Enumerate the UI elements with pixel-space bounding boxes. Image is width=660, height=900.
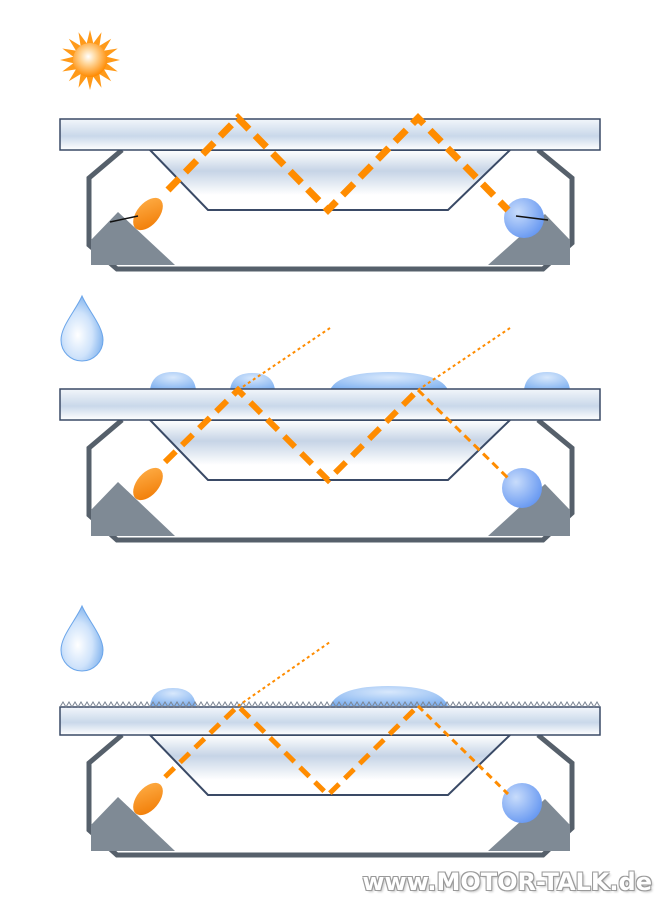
photodiode-receiver: [502, 468, 542, 508]
sensor-housing: [86, 418, 575, 543]
led-lead: [109, 215, 139, 223]
light-beam: [165, 112, 511, 216]
windshield-glass: [59, 388, 601, 421]
sensor-panel-wet: [59, 294, 601, 543]
light-beam: [162, 385, 421, 485]
water-drop-icon: [60, 294, 104, 362]
led-mount: [91, 797, 175, 851]
sensor-housing: [86, 148, 575, 272]
sun-icon: [60, 30, 120, 90]
scattered-light: [237, 641, 331, 707]
water-film-surface: [59, 701, 601, 708]
sensor-panel-dry: [59, 30, 601, 272]
led-mount: [91, 212, 175, 265]
led-emitter: [133, 197, 163, 231]
housing-outline: [86, 418, 575, 543]
water-bead: [230, 373, 275, 390]
water-bead: [330, 372, 448, 390]
photodiode-lead: [515, 215, 549, 221]
watermark: www.MOTOR-TALK.de: [362, 868, 652, 896]
weakened-beam: [416, 704, 510, 796]
sun-disc: [73, 43, 107, 77]
water-bead: [524, 372, 570, 390]
water-bead: [330, 686, 448, 706]
weakened-beam: [416, 388, 510, 480]
photodiode-receiver: [504, 198, 544, 238]
led-emitter: [133, 467, 163, 501]
housing-outline: [86, 733, 575, 858]
sensor-panel-film: [59, 604, 601, 858]
led-emitter: [133, 782, 163, 816]
photodiode-mount: [488, 484, 570, 536]
windshield-glass: [59, 706, 601, 736]
sensor-housing: [86, 733, 575, 858]
water-bead: [150, 688, 196, 706]
housing-outline: [86, 148, 575, 272]
led-mount: [91, 482, 175, 536]
photodiode-receiver: [502, 783, 542, 823]
scattered-light: [417, 327, 511, 391]
photodiode-mount: [488, 799, 570, 851]
scattered-light: [237, 327, 331, 391]
water-drop-icon: [60, 604, 104, 672]
water-bead: [150, 372, 196, 390]
windshield-glass: [59, 118, 601, 151]
photodiode-mount: [488, 214, 570, 265]
light-beam: [163, 702, 420, 799]
drop-shape: [60, 604, 104, 672]
drop-shape: [60, 294, 104, 362]
